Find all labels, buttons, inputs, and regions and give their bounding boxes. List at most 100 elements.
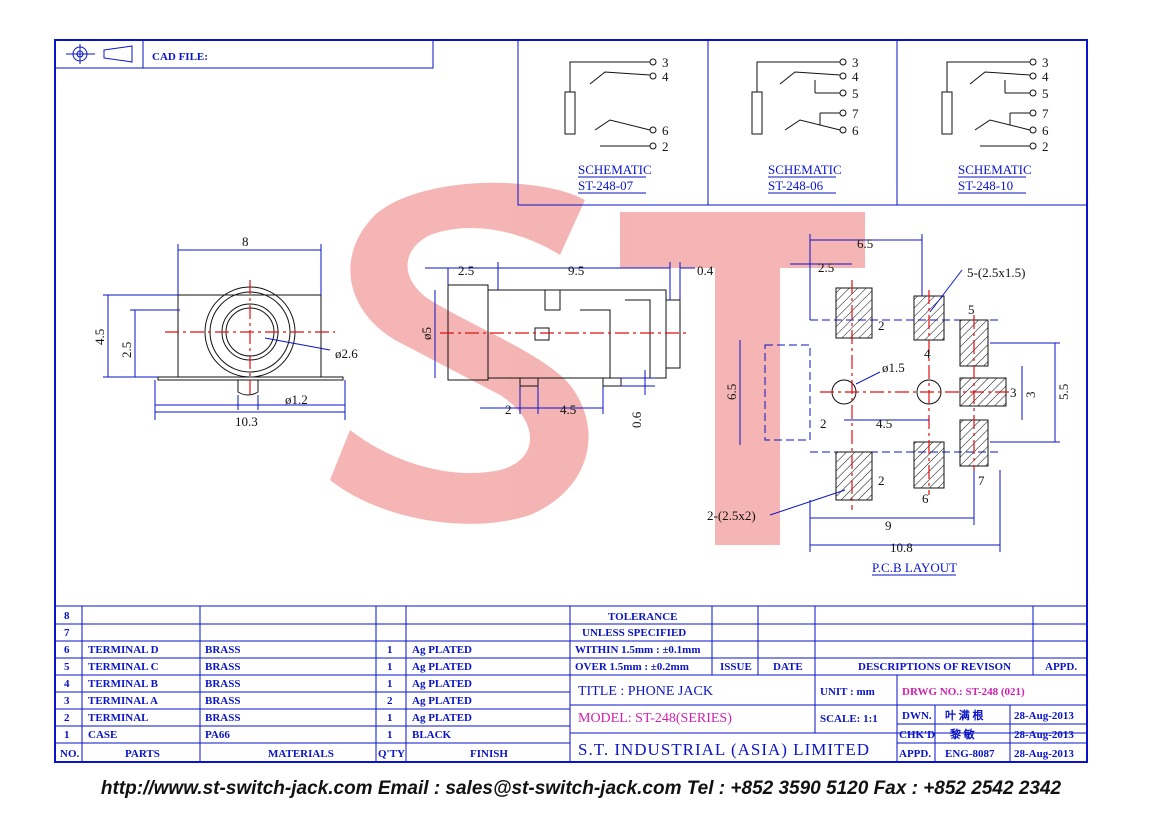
pin-label: 4	[662, 69, 669, 84]
pin-label: 3	[852, 55, 859, 70]
contact-footer: http://www.st-switch-jack.com Email : sa…	[100, 778, 1062, 799]
svg-text:1: 1	[387, 712, 393, 724]
schematic-st-248-10: 3 4 5 7 6 2 SCHEMATIC ST-248-10	[941, 55, 1049, 194]
svg-text:BRASS: BRASS	[205, 644, 240, 656]
appd-label: APPD.	[899, 748, 931, 760]
pin-label: 3	[1042, 55, 1049, 70]
pin-label: 6	[1042, 123, 1049, 138]
cad-file-label: CAD FILE:	[152, 51, 208, 63]
pcb-dim-108: 10.8	[890, 540, 913, 555]
svg-text:TERMINAL D: TERMINAL D	[88, 644, 159, 656]
pcb-dim-9: 9	[885, 518, 892, 533]
unit-label: UNIT : mm	[820, 686, 875, 698]
svg-text:Ag PLATED: Ag PLATED	[412, 644, 472, 656]
bom-row: 2 TERMINAL BRASS 1 Ag PLATED	[64, 712, 472, 724]
title-block: TOLERANCE UNLESS SPECIFIED WITHIN 1.5mm …	[570, 606, 1087, 762]
svg-text:TERMINAL C: TERMINAL C	[88, 661, 159, 673]
side-view: 2.5 9.5 0.4 ø5 2 4.5 0.6	[419, 262, 714, 428]
cad-file-header: CAD FILE:	[54, 39, 434, 69]
pcb-pin-6: 6	[922, 491, 929, 506]
schematic-model: ST-248-10	[958, 178, 1013, 193]
svg-text:BRASS: BRASS	[205, 661, 240, 673]
pcb-dim-pads5: 5-(2.5x1.5)	[967, 265, 1026, 280]
pcb-dim-65: 6.5	[857, 236, 873, 251]
pin-label: 5	[1042, 86, 1049, 101]
svg-text:1: 1	[387, 729, 393, 741]
svg-text:BLACK: BLACK	[412, 729, 452, 741]
svg-text:Ag PLATED: Ag PLATED	[412, 661, 472, 673]
chk-label: CHK'D	[899, 729, 935, 741]
svg-text:4: 4	[64, 678, 70, 690]
tolerance-within: WITHIN 1.5mm : ±0.1mm	[575, 644, 701, 656]
dim-width: 8	[242, 234, 249, 249]
drawing-number: DRWG NO.: ST-248 (021)	[902, 686, 1025, 698]
dim-c: 0.4	[697, 263, 714, 278]
appd-header: APPD.	[1045, 661, 1077, 673]
svg-text:8: 8	[64, 610, 70, 622]
pcb-pin-2b: 2	[820, 416, 827, 431]
svg-text:CASE: CASE	[88, 729, 117, 741]
issue-header: ISSUE	[720, 661, 752, 673]
chk-name: 黎 敏	[950, 727, 976, 741]
tolerance-title: TOLERANCE	[608, 611, 677, 623]
pcb-layout: 6.5 2.5 5-(2.5x1.5) 2 5 4 3 ø1.5 4.5 2 6…	[707, 234, 1071, 576]
appd-date: 28-Aug-2013	[1014, 748, 1074, 760]
svg-text:6: 6	[64, 644, 70, 656]
pcb-pin-3: 3	[1010, 385, 1017, 400]
bom-row: 6 TERMINAL D BRASS 1 Ag PLATED	[64, 644, 472, 656]
dim-base: 10.3	[235, 414, 258, 429]
pin-label: 4	[852, 69, 859, 84]
pcb-dim-55: 5.5	[1056, 384, 1071, 400]
svg-text:NO.: NO.	[60, 748, 80, 760]
svg-text:1: 1	[387, 661, 393, 673]
dim-a: 2.5	[458, 263, 474, 278]
dim-dia: ø2.6	[335, 346, 358, 361]
bom-header: NO. PARTS MATERIALS Q'TY FINISH	[60, 748, 508, 760]
schematic-st-248-06: 3 4 5 7 6 SCHEMATIC ST-248-06	[751, 55, 859, 194]
svg-text:Ag PLATED: Ag PLATED	[412, 678, 472, 690]
dwn-date: 28-Aug-2013	[1014, 710, 1074, 722]
svg-text:7: 7	[64, 627, 70, 639]
pcb-dim-3: 3	[1023, 392, 1038, 399]
schematic-model: ST-248-06	[768, 178, 824, 193]
date-header: DATE	[773, 661, 803, 673]
pin-label: 7	[1042, 106, 1049, 121]
pin-label: 2	[662, 139, 669, 154]
svg-text:Ag PLATED: Ag PLATED	[412, 712, 472, 724]
svg-text:1: 1	[387, 644, 393, 656]
bom-row: 3 TERMINAL A BRASS 2 Ag PLATED	[64, 695, 472, 707]
dim-height: 4.5	[92, 329, 107, 345]
pcb-dim-pads2: 2-(2.5x2)	[707, 508, 756, 523]
scale-label: SCALE: 1:1	[820, 713, 878, 725]
bom-row: 5 TERMINAL C BRASS 1 Ag PLATED	[64, 661, 472, 673]
pin-label: 6	[662, 123, 669, 138]
schematic-st-248-07: 3 4 6 2 SCHEMATIC ST-248-07	[564, 55, 669, 194]
dwn-name: 叶 满 根	[945, 708, 984, 722]
bom-row: 8 7	[64, 610, 70, 639]
svg-text:1: 1	[64, 729, 70, 741]
pcb-pin-4: 4	[924, 346, 931, 361]
company-name: S.T. INDUSTRIAL (ASIA) LIMITED	[578, 740, 870, 759]
svg-text:PA66: PA66	[205, 729, 230, 741]
dim-b: 9.5	[568, 263, 584, 278]
svg-text:TERMINAL B: TERMINAL B	[88, 678, 159, 690]
bom-row: 1 CASE PA66 1 BLACK	[64, 729, 452, 741]
pcb-pin-7: 7	[978, 473, 985, 488]
pcb-dim-left65: 6.5	[724, 384, 739, 400]
svg-text:MATERIALS: MATERIALS	[268, 748, 334, 760]
pcb-pin-2c: 2	[878, 473, 885, 488]
dim-e: 4.5	[560, 402, 576, 417]
svg-text:3: 3	[64, 695, 70, 707]
svg-text:TERMINAL A: TERMINAL A	[88, 695, 158, 707]
front-view: 8 4.5 2.5 ø2.6 ø1.2 10.3	[92, 234, 358, 429]
svg-text:2: 2	[387, 695, 393, 707]
tolerance-over: OVER 1.5mm : ±0.2mm	[575, 661, 689, 673]
schematic-label: SCHEMATIC	[958, 162, 1032, 177]
svg-text:2: 2	[64, 712, 70, 724]
pin-label: 4	[1042, 69, 1049, 84]
pin-label: 3	[662, 55, 669, 70]
svg-text:PARTS: PARTS	[125, 748, 160, 760]
svg-text:5: 5	[64, 661, 70, 673]
pin-label: 6	[852, 123, 859, 138]
